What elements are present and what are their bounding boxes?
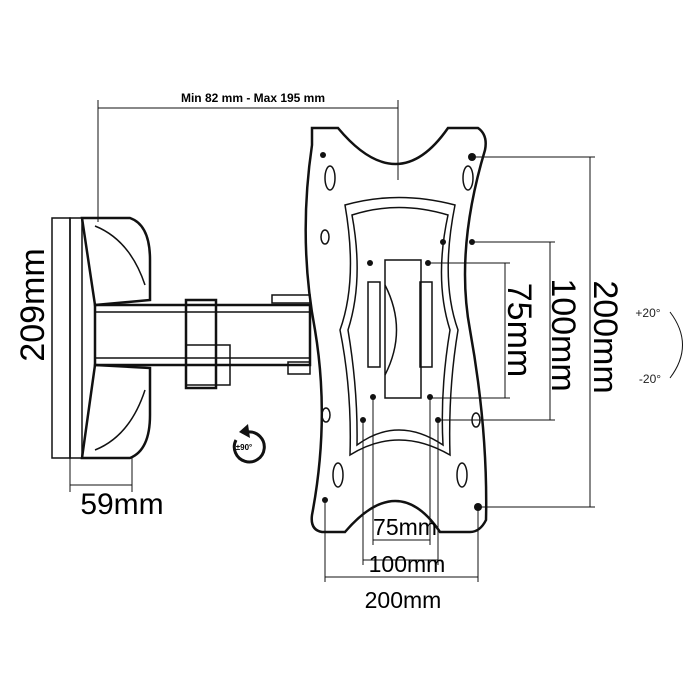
wall-plate xyxy=(51,216,152,492)
arm-extension-dimension: Min 82 mm - Max 195 mm xyxy=(97,91,399,222)
rotation-icon: ±90° xyxy=(232,424,266,464)
vesa-horizontal-200-label: 200mm xyxy=(365,587,442,613)
wall-plate-depth-label: 59mm xyxy=(80,488,163,521)
vesa-vertical-75-label: 75mm xyxy=(500,283,538,377)
vesa-horizontal-75-label: 75mm xyxy=(373,514,437,540)
horizontal-dimensions xyxy=(324,397,479,582)
vertical-dimensions xyxy=(430,156,595,508)
swing-arm xyxy=(93,294,312,390)
arm-extension-label: Min 82 mm - Max 195 mm xyxy=(181,91,325,105)
tilt-up-label: +20° xyxy=(635,306,660,320)
vesa-plate xyxy=(304,126,488,534)
wall-plate-height-label: 209mm xyxy=(14,248,52,361)
tilt-down-label: -20° xyxy=(639,372,661,386)
vesa-horizontal-100-label: 100mm xyxy=(369,551,446,577)
vesa-vertical-100-label: 100mm xyxy=(544,278,582,391)
rotation-label: ±90° xyxy=(236,443,253,452)
vesa-vertical-200-label: 200mm xyxy=(586,280,624,393)
tilt-indicator: +20° -20° xyxy=(635,306,683,386)
